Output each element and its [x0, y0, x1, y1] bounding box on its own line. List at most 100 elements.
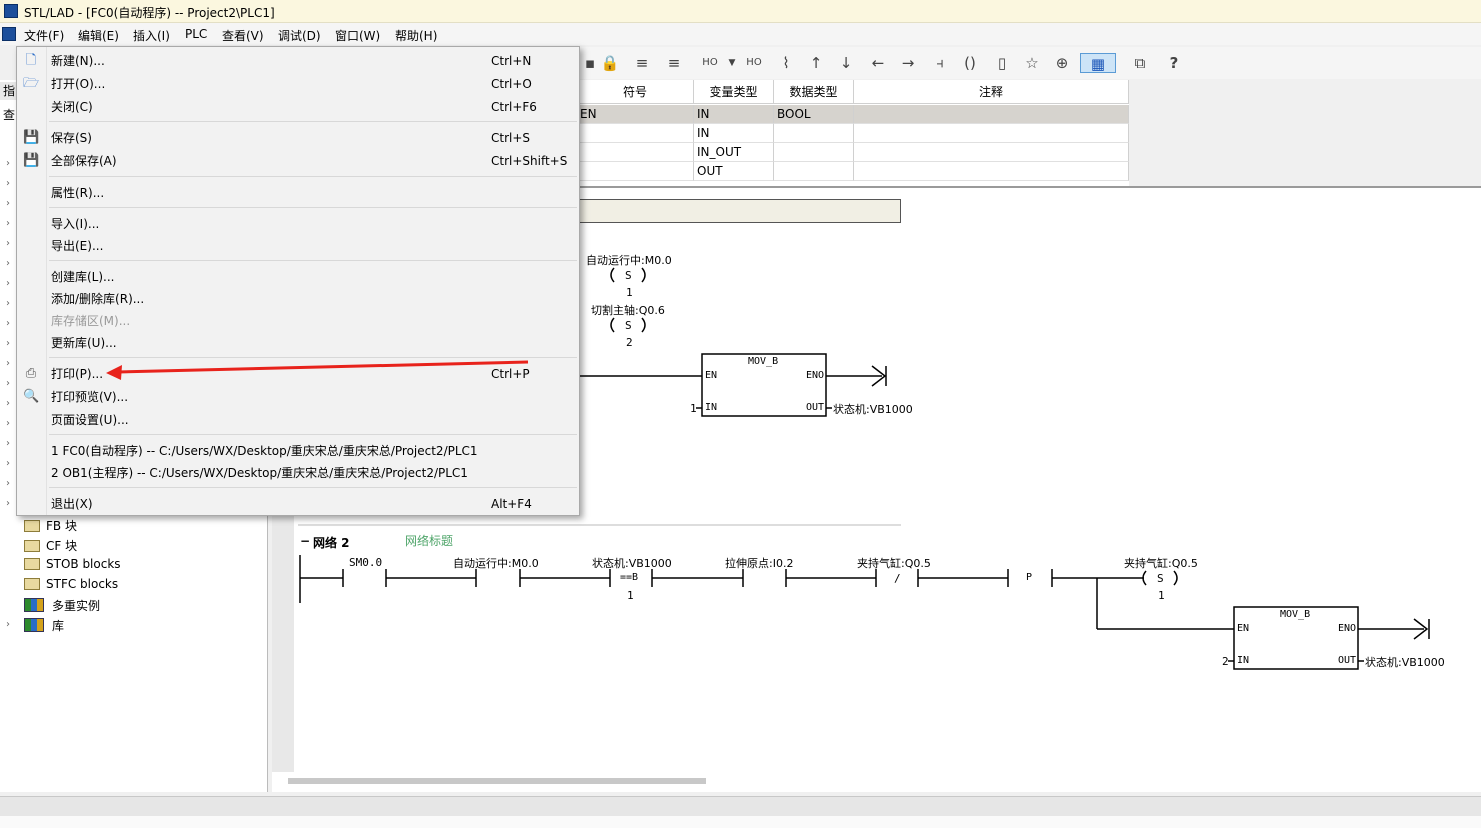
box-out-label[interactable]: 状态机:VB1000 — [833, 403, 913, 416]
menu-plc[interactable]: PLC — [185, 27, 208, 41]
coil-label[interactable]: 自动运行中:M0.0 — [586, 254, 672, 267]
contact-label[interactable]: SM0.0 — [349, 556, 383, 569]
chevron-right-icon[interactable]: › — [6, 458, 10, 469]
chevron-right-icon[interactable]: › — [6, 478, 10, 489]
chevron-right-icon[interactable]: › — [6, 378, 10, 389]
contact-label[interactable]: 状态机:VB1000 — [592, 557, 672, 570]
col-header-symbol[interactable]: 符号 — [577, 80, 694, 104]
tree-item-library[interactable]: 库 — [24, 617, 64, 635]
chevron-right-icon[interactable]: › — [6, 178, 10, 189]
chevron-right-icon[interactable]: › — [6, 158, 10, 169]
menu-item-print-preview[interactable]: 打印预览(V)... — [51, 390, 129, 404]
indent-icon[interactable]: ≡ — [635, 54, 649, 72]
menu-insert[interactable]: 插入(I) — [133, 29, 170, 43]
help-cursor-icon[interactable]: ? — [1169, 54, 1179, 72]
coil-label[interactable]: 夹持气缸:Q0.5 — [1124, 557, 1198, 570]
line-left-icon[interactable]: ← — [871, 54, 885, 72]
contact-label[interactable]: 拉伸原点:I0.2 — [725, 557, 794, 570]
chevron-right-icon[interactable]: › — [6, 438, 10, 449]
contact-label[interactable]: 夹持气缸:Q0.5 — [857, 557, 931, 570]
tab-search[interactable]: 查 — [0, 106, 18, 124]
chevron-right-icon[interactable]: › — [6, 398, 10, 409]
toolbar-icon[interactable]: ▪ — [584, 54, 596, 72]
network-title-hint[interactable]: 网络标题 — [405, 534, 454, 548]
zoom-icon[interactable]: ⊕ — [1055, 54, 1069, 72]
menu-item-update-library[interactable]: 更新库(U)... — [51, 336, 117, 350]
menu-item-add-remove-library[interactable]: 添加/删除库(R)... — [51, 292, 145, 306]
table-cell[interactable] — [577, 124, 694, 143]
menu-item-properties[interactable]: 属性(R)... — [51, 186, 105, 200]
chevron-right-icon[interactable]: › — [6, 318, 10, 329]
col-header-var-type[interactable]: 变量类型 — [694, 80, 774, 104]
col-header-data-type[interactable]: 数据类型 — [774, 80, 854, 104]
table-cell[interactable] — [577, 143, 694, 162]
table-cell[interactable]: IN — [694, 105, 774, 124]
menu-item-close[interactable]: 关闭(C)Ctrl+F6 — [51, 100, 537, 114]
star-icon[interactable]: ☆ — [1025, 54, 1039, 72]
chevron-right-icon[interactable]: › — [6, 238, 10, 249]
chevron-right-icon[interactable]: › — [6, 258, 10, 269]
chevron-right-icon[interactable]: › — [6, 498, 10, 509]
chevron-right-icon[interactable]: › — [6, 358, 10, 369]
table-cell[interactable] — [774, 162, 854, 181]
table-cell[interactable]: EN — [577, 105, 694, 124]
insert-network-icon[interactable]: HO — [702, 57, 718, 68]
menu-item-print[interactable]: 打印(P)...Ctrl+P — [51, 367, 530, 381]
menu-file[interactable]: 文件(F) — [24, 29, 65, 43]
branch-icon[interactable]: ⌇ — [782, 54, 790, 72]
table-cell[interactable]: OUT — [694, 162, 774, 181]
outdent-icon[interactable]: ≡ — [667, 54, 681, 72]
network-collapse-icon[interactable]: − — [300, 534, 311, 548]
horizontal-scrollbar[interactable] — [288, 778, 706, 784]
line-up-icon[interactable]: ↑ — [809, 54, 823, 72]
box-out-label[interactable]: 状态机:VB1000 — [1365, 656, 1445, 669]
table-cell[interactable] — [854, 143, 1129, 162]
coil-icon[interactable]: () — [964, 54, 976, 72]
contact-icon[interactable]: ⫞ — [936, 54, 944, 72]
menu-item-recent-2[interactable]: 2 OB1(主程序) -- C:/Users/WX/Desktop/重庆宋总/重… — [51, 466, 468, 480]
box-in-value[interactable]: 1 — [690, 402, 697, 415]
menu-item-new[interactable]: 新建(N)...Ctrl+N — [51, 54, 532, 68]
splitter[interactable] — [577, 186, 1481, 188]
menu-item-exit[interactable]: 退出(X)Alt+F4 — [51, 497, 532, 511]
table-cell[interactable]: BOOL — [774, 105, 854, 124]
table-cell[interactable] — [854, 105, 1129, 124]
col-header-comment[interactable]: 注释 — [854, 80, 1129, 104]
delete-network-icon[interactable]: HO — [746, 57, 762, 68]
menu-item-save-all[interactable]: 全部保存(A)Ctrl+Shift+S — [51, 154, 568, 168]
menu-item-import[interactable]: 导入(I)... — [51, 217, 100, 231]
windows-icon[interactable]: ⧉ — [1134, 54, 1146, 72]
table-cell[interactable] — [854, 124, 1129, 143]
chevron-right-icon[interactable]: › — [6, 298, 10, 309]
menu-debug[interactable]: 调试(D) — [278, 29, 321, 43]
dropdown-icon[interactable]: ▼ — [728, 58, 736, 68]
tree-item-cf[interactable]: CF 块 — [24, 537, 77, 555]
menu-item-save[interactable]: 保存(S)Ctrl+S — [51, 131, 531, 145]
positive-edge-contact[interactable]: P — [1026, 572, 1033, 583]
menu-help[interactable]: 帮助(H) — [395, 29, 438, 43]
menu-item-page-setup[interactable]: 页面设置(U)... — [51, 413, 129, 427]
table-cell[interactable] — [854, 162, 1129, 181]
menu-window[interactable]: 窗口(W) — [335, 29, 381, 43]
chevron-right-icon[interactable]: › — [6, 418, 10, 429]
tree-item-multi-instance[interactable]: 多重实例 — [24, 597, 100, 615]
chevron-right-icon[interactable]: › — [6, 338, 10, 349]
tree-item-stfc[interactable]: STFC blocks — [24, 577, 118, 595]
box-icon[interactable]: ▯ — [997, 54, 1007, 72]
chevron-right-icon[interactable]: › — [6, 278, 10, 289]
tree-item-stob[interactable]: STOB blocks — [24, 557, 121, 575]
line-right-icon[interactable]: → — [901, 54, 915, 72]
tree-item-fb[interactable]: FB 块 — [24, 517, 77, 535]
menu-item-create-library[interactable]: 创建库(L)... — [51, 270, 115, 284]
box-in-value[interactable]: 2 — [1222, 655, 1229, 668]
chevron-right-icon[interactable]: › — [6, 198, 10, 209]
menu-item-open[interactable]: 打开(O)...Ctrl+O — [51, 77, 532, 91]
menu-item-recent-1[interactable]: 1 FC0(自动程序) -- C:/Users/WX/Desktop/重庆宋总/… — [51, 444, 478, 458]
grid-view-icon[interactable]: ▦ — [1080, 53, 1116, 73]
tab-instructions[interactable]: 指 — [0, 82, 18, 100]
menu-edit[interactable]: 编辑(E) — [78, 29, 119, 43]
chevron-right-icon[interactable]: › — [6, 619, 10, 630]
menu-item-export[interactable]: 导出(E)... — [51, 239, 104, 253]
contact-label[interactable]: 自动运行中:M0.0 — [453, 557, 539, 570]
line-down-icon[interactable]: ↓ — [839, 54, 853, 72]
